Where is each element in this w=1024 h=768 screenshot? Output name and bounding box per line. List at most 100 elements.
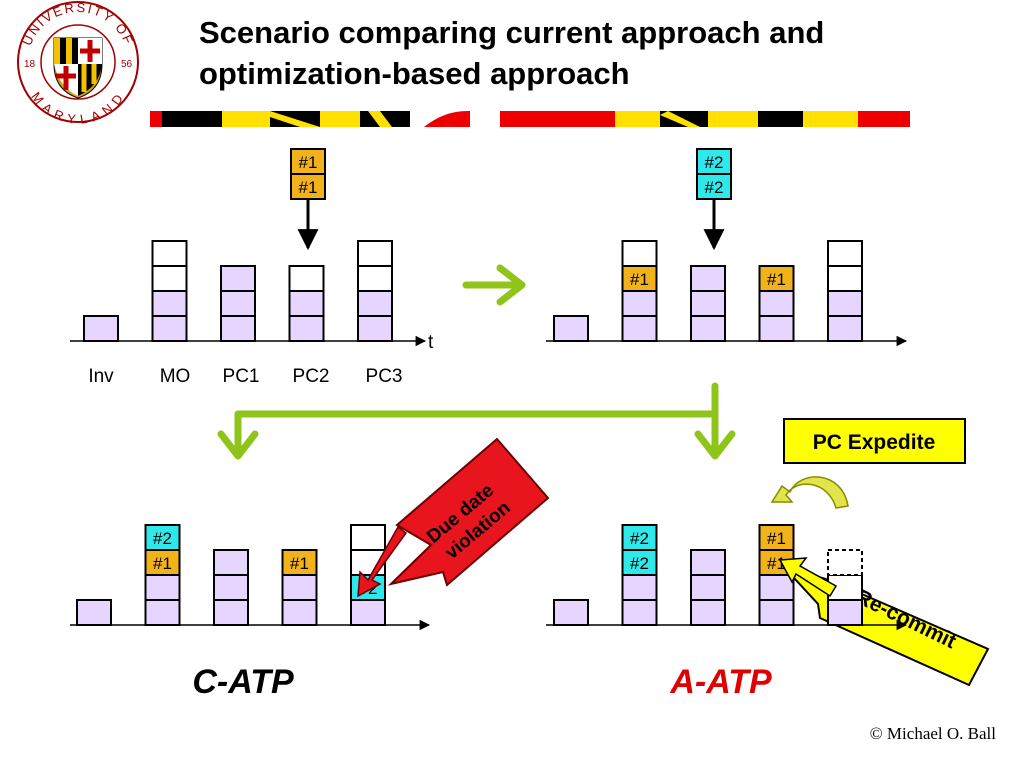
empty-slot — [357, 265, 393, 292]
capacity-slot — [213, 599, 249, 626]
incoming-order-1-slot — [290, 173, 326, 200]
capacity-slot — [144, 574, 181, 601]
empty-slot — [621, 240, 658, 267]
axis-label-inv: Inv — [88, 366, 114, 387]
due-date-pointer-arrow — [357, 525, 408, 598]
time-axis-label: t — [428, 332, 434, 353]
title-line-2: optimization-based approach — [199, 56, 630, 91]
capacity-slot — [690, 599, 726, 626]
order-1-label: #1 — [767, 554, 786, 573]
order-1-label: #1 — [767, 529, 786, 548]
university-seal-logo: UNIVERSITY OF MARYLAND 18 56 — [17, 0, 139, 127]
order-1-slot — [621, 265, 658, 292]
maryland-flag-shield-icon — [53, 37, 103, 99]
a-atp-title: A-ATP — [669, 663, 772, 701]
capacity-slot — [690, 549, 726, 576]
empty-slot — [827, 240, 863, 267]
capacity-panel-top-left — [70, 240, 427, 347]
decorative-banner-strip — [150, 110, 910, 127]
capacity-slot — [288, 315, 325, 342]
capacity-slot — [621, 290, 658, 317]
axis-label-pc3: PC3 — [366, 366, 403, 387]
axis-label-pc2: PC2 — [293, 366, 330, 387]
axis-label-mo: MO — [160, 366, 191, 387]
capacity-slot — [621, 599, 658, 626]
order-2-slot — [621, 524, 658, 551]
capacity-slot — [83, 315, 119, 342]
order-2-label: #2 — [705, 178, 724, 197]
capacity-slot — [827, 315, 863, 342]
capacity-slot — [690, 315, 726, 342]
scenario-flow-arrows — [217, 264, 736, 460]
empty-slot — [357, 240, 393, 267]
recommit-pointer-arrow — [778, 557, 838, 598]
copyright-credit: © Michael O. Ball — [869, 724, 996, 743]
order-1-label: #1 — [153, 554, 172, 573]
capacity-slot — [220, 265, 256, 292]
capacity-slot — [220, 290, 256, 317]
right-flow-arrow — [462, 264, 526, 306]
order-2-label: #2 — [630, 554, 649, 573]
order-1-slot — [758, 265, 795, 292]
order-1-slot — [758, 524, 795, 551]
capacity-slot — [553, 315, 589, 342]
capacity-slot — [220, 315, 256, 342]
capacity-slot — [144, 599, 181, 626]
capacity-slot — [151, 290, 188, 317]
capacity-slot — [213, 574, 249, 601]
capacity-slot — [288, 290, 325, 317]
capacity-panel-bottom-right: #2 #2 #1 #1 — [546, 524, 908, 631]
capacity-slot — [213, 549, 249, 576]
capacity-slot — [827, 599, 863, 626]
capacity-slot — [621, 574, 658, 601]
expedited-slot — [827, 549, 863, 576]
capacity-slot — [758, 290, 795, 317]
capacity-slot — [553, 599, 589, 626]
empty-slot — [350, 524, 386, 551]
slide-title: Scenario comparing current approach and … — [199, 12, 1009, 94]
c-atp-title: C-ATP — [192, 663, 294, 701]
down-flow-arrow-a-atp — [694, 382, 736, 460]
capacity-slot — [281, 599, 318, 626]
due-date-violation-callout: Due date violation — [387, 437, 550, 587]
capacity-slot — [357, 315, 393, 342]
empty-slot — [827, 265, 863, 292]
empty-slot — [151, 265, 188, 292]
capacity-slot — [827, 290, 863, 317]
empty-slot — [288, 265, 325, 292]
capacity-slot — [281, 574, 318, 601]
order-1-slot — [281, 549, 318, 576]
order-1-label: #1 — [299, 153, 318, 172]
capacity-slot — [357, 290, 393, 317]
title-line-1: Scenario comparing current approach and — [199, 15, 825, 50]
capacity-slot — [690, 574, 726, 601]
logo-year-left: 18 — [24, 59, 36, 70]
down-flow-arrow-c-atp — [217, 410, 719, 460]
incoming-order-1-slot — [290, 148, 326, 175]
capacity-slot — [758, 574, 795, 601]
capacity-slot — [690, 290, 726, 317]
capacity-slot — [350, 599, 386, 626]
capacity-slot — [151, 315, 188, 342]
order-2-label: #2 — [153, 529, 172, 548]
logo-year-right: 56 — [121, 59, 133, 70]
order-1-label: #1 — [290, 554, 309, 573]
capacity-slot — [758, 599, 795, 626]
axis-label-pc1: PC1 — [223, 366, 260, 387]
pc-expedite-label: PC Expedite — [813, 431, 936, 454]
capacity-slot — [690, 265, 726, 292]
empty-slot — [151, 240, 188, 267]
pc-expedite-callout: PC Expedite — [783, 418, 966, 464]
order-1-label: #1 — [767, 270, 786, 289]
capacity-slot — [76, 599, 112, 626]
incoming-order-2-slot — [696, 173, 732, 200]
order-1-label: #1 — [630, 270, 649, 289]
capacity-slot — [621, 315, 658, 342]
pc-expedite-curved-arrow — [770, 476, 849, 509]
order-2-label: #2 — [705, 153, 724, 172]
order-1-label: #1 — [299, 178, 318, 197]
capacity-panels: #1#1#1#2#1#2#2#2#1#1#1#1#2#2InvMOPC1PC2P… — [70, 148, 908, 631]
capacity-panel-top-right: #1 #1 — [546, 240, 908, 347]
order-2-label: #2 — [630, 529, 649, 548]
